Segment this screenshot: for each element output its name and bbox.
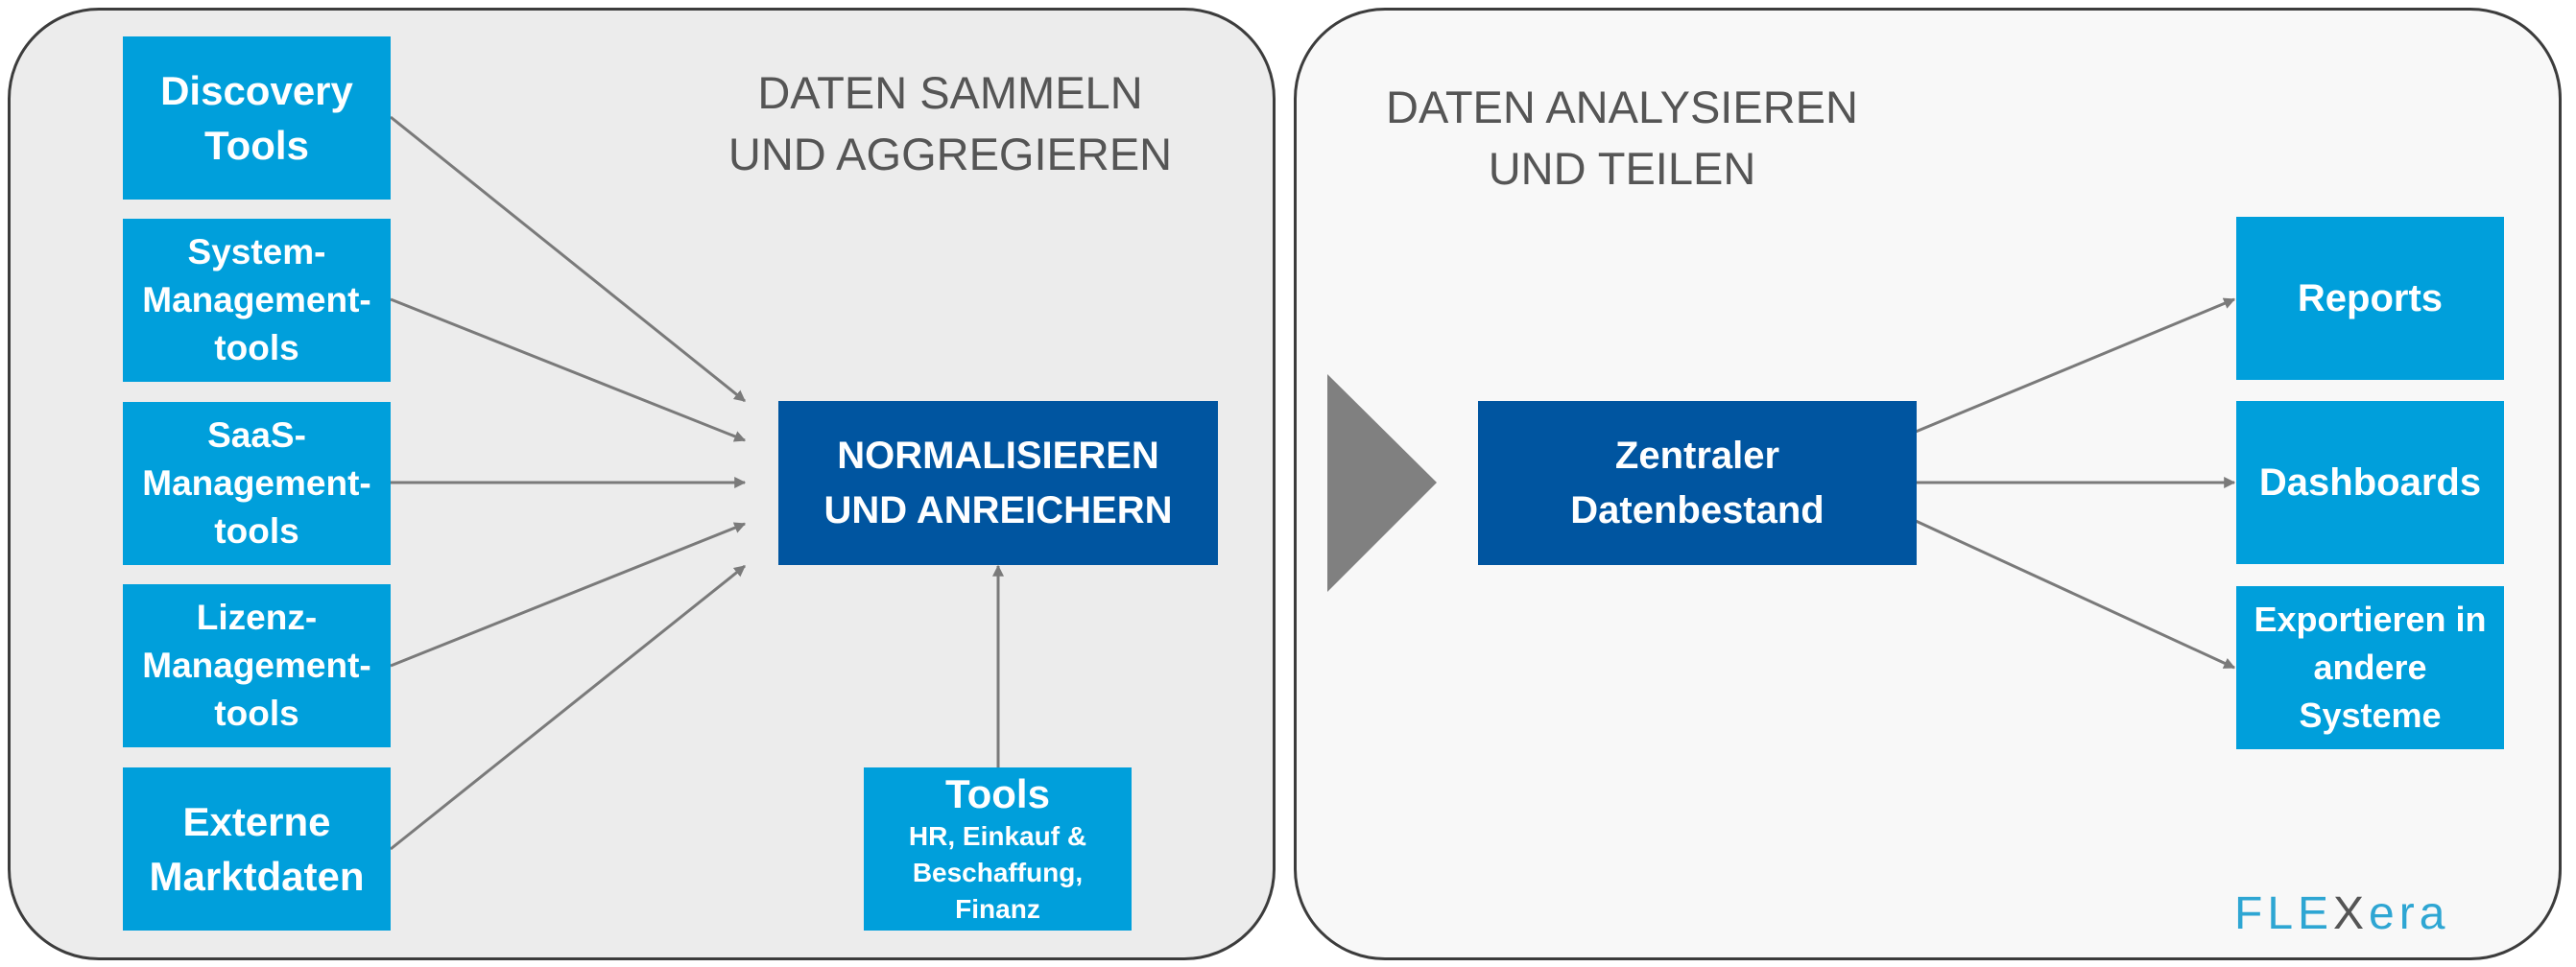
output-line: Exportieren in: [2254, 600, 2487, 639]
tools-subline: Beschaffung,: [912, 858, 1084, 887]
analyze-heading-line-2: UND TEILEN: [1488, 143, 1756, 194]
source-line: Lizenz-: [196, 598, 318, 637]
normalize-line-1: NORMALISIEREN: [837, 434, 1159, 477]
central-line-2: Datenbestand: [1570, 488, 1825, 531]
analyze-heading: DATEN ANALYSIEREN UND TEILEN: [1382, 77, 1862, 200]
source-line: SaaS-: [207, 415, 306, 455]
source-line: System-: [187, 232, 326, 271]
tools-box: Tools HR, Einkauf & Beschaffung, Finanz: [864, 767, 1132, 931]
logo-part: X: [2333, 888, 2370, 939]
source-line: Marktdaten: [149, 854, 365, 899]
source-line: tools: [214, 328, 299, 367]
output-line: Dashboards: [2258, 461, 2482, 504]
analyze-heading-line-1: DATEN ANALYSIEREN: [1386, 82, 1858, 132]
tools-subline: Finanz: [955, 894, 1040, 924]
normalize-line-2: UND ANREICHERN: [823, 488, 1173, 531]
normalize-box: NORMALISIEREN UND ANREICHERN: [778, 401, 1218, 565]
logo-part: FLE: [2234, 888, 2334, 939]
source-line: Management-: [142, 463, 371, 503]
central-data-box: Zentraler Datenbestand: [1478, 401, 1917, 565]
output-line: andere: [2313, 648, 2427, 687]
flexera-logo: FLEXera: [2234, 887, 2449, 940]
source-line: tools: [214, 511, 299, 551]
output-export: Exportieren in andere Systeme: [2236, 586, 2504, 749]
source-line: Management-: [142, 646, 371, 685]
collect-heading-line-2: UND AGGREGIEREN: [727, 129, 1173, 179]
central-line-1: Zentraler: [1614, 434, 1780, 477]
source-line: Externe: [182, 799, 331, 844]
source-saas-management-tools: SaaS- Management- tools: [123, 402, 391, 565]
output-line: Systeme: [2299, 696, 2442, 735]
tools-subline: HR, Einkauf &: [908, 821, 1087, 851]
source-line: tools: [214, 694, 299, 733]
collect-heading-line-1: DATEN SAMMELN: [757, 67, 1143, 118]
collect-heading: DATEN SAMMELN UND AGGREGIEREN: [710, 62, 1190, 185]
source-externe-marktdaten: Externe Marktdaten: [123, 767, 391, 931]
output-line: Reports: [2297, 277, 2444, 319]
output-dashboards: Dashboards: [2236, 401, 2504, 564]
source-line: Tools: [204, 123, 309, 168]
output-reports: Reports: [2236, 217, 2504, 380]
source-line: Discovery: [160, 68, 353, 113]
tools-title: Tools: [945, 771, 1050, 816]
source-discovery-tools: Discovery Tools: [123, 36, 391, 200]
source-lizenz-management-tools: Lizenz- Management- tools: [123, 584, 391, 747]
source-line: Management-: [142, 280, 371, 319]
logo-part: era: [2369, 888, 2450, 939]
source-system-management-tools: System- Management- tools: [123, 219, 391, 382]
